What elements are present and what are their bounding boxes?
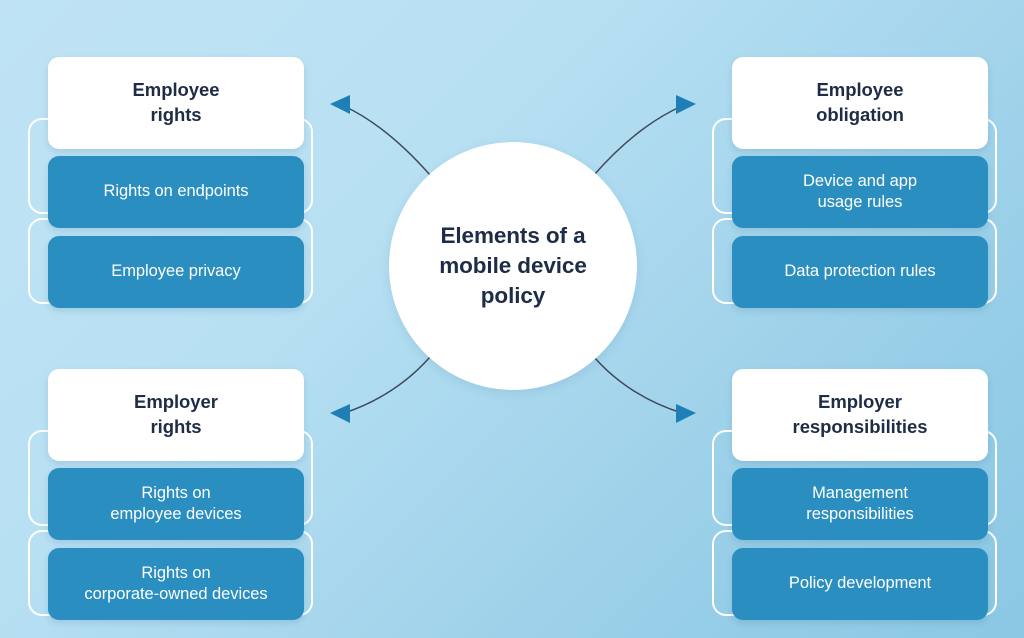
quadrant-heading-card-employer-rights[interactable]: Employer rights <box>48 369 304 461</box>
quadrant-item-card-rights-on-corporate-owned-devices[interactable]: Rights on corporate-owned devices <box>48 548 304 620</box>
arrow-to-employer-rights-head <box>330 404 350 423</box>
center-node[interactable]: Elements of a mobile device policy <box>389 142 637 390</box>
quadrant-item-label: Employee privacy <box>111 262 241 281</box>
quadrant-item-card-employee-privacy[interactable]: Employee privacy <box>48 236 304 308</box>
quadrant-item-card-management-responsibilities[interactable]: Management responsibilities <box>732 468 988 540</box>
quadrant-heading-card-employee-obligation[interactable]: Employee obligation <box>732 57 988 149</box>
quadrant-employee-rights: Employee rights Rights on endpoints Empl… <box>20 50 315 320</box>
quadrant-heading-card-employee-rights[interactable]: Employee rights <box>48 57 304 149</box>
quadrant-employee-obligation: Employee obligation Device and app usage… <box>704 50 999 320</box>
quadrant-employer-rights: Employer rights Rights on employee devic… <box>20 362 315 632</box>
quadrant-heading-label: Employer rights <box>134 391 218 437</box>
arrow-to-employee-rights-line <box>343 105 431 176</box>
quadrant-heading-label: Employee rights <box>132 79 220 125</box>
quadrant-item-card-rights-on-endpoints[interactable]: Rights on endpoints <box>48 156 304 228</box>
arrow-to-employer-rights-line <box>343 356 431 414</box>
arrow-to-employer-responsibilities-line <box>593 356 683 414</box>
quadrant-item-card-rights-on-employee-devices[interactable]: Rights on employee devices <box>48 468 304 540</box>
quadrant-item-label: Rights on employee devices <box>110 483 242 523</box>
arrow-to-employee-rights-head <box>330 95 350 114</box>
arrow-to-employee-obligation-line <box>593 105 683 176</box>
quadrant-employer-responsibilities: Employer responsibilities Management res… <box>704 362 999 632</box>
quadrant-item-label: Rights on corporate-owned devices <box>84 563 268 603</box>
quadrant-item-card-device-and-app-usage-rules[interactable]: Device and app usage rules <box>732 156 988 228</box>
quadrant-item-label: Device and app usage rules <box>803 171 917 211</box>
arrow-to-employee-obligation-head <box>676 95 696 114</box>
center-node-label: Elements of a mobile device policy <box>439 222 587 309</box>
quadrant-heading-card-employer-responsibilities[interactable]: Employer responsibilities <box>732 369 988 461</box>
quadrant-item-label: Management responsibilities <box>806 483 914 523</box>
quadrant-item-label: Data protection rules <box>784 262 936 281</box>
quadrant-item-label: Policy development <box>788 574 932 593</box>
quadrant-heading-label: Employer responsibilities <box>792 391 928 437</box>
quadrant-item-card-policy-development[interactable]: Policy development <box>732 548 988 620</box>
quadrant-heading-label: Employee obligation <box>816 79 904 125</box>
arrow-to-employer-responsibilities-head <box>676 404 696 423</box>
quadrant-item-label: Rights on endpoints <box>103 182 249 201</box>
quadrant-item-card-data-protection-rules[interactable]: Data protection rules <box>732 236 988 308</box>
